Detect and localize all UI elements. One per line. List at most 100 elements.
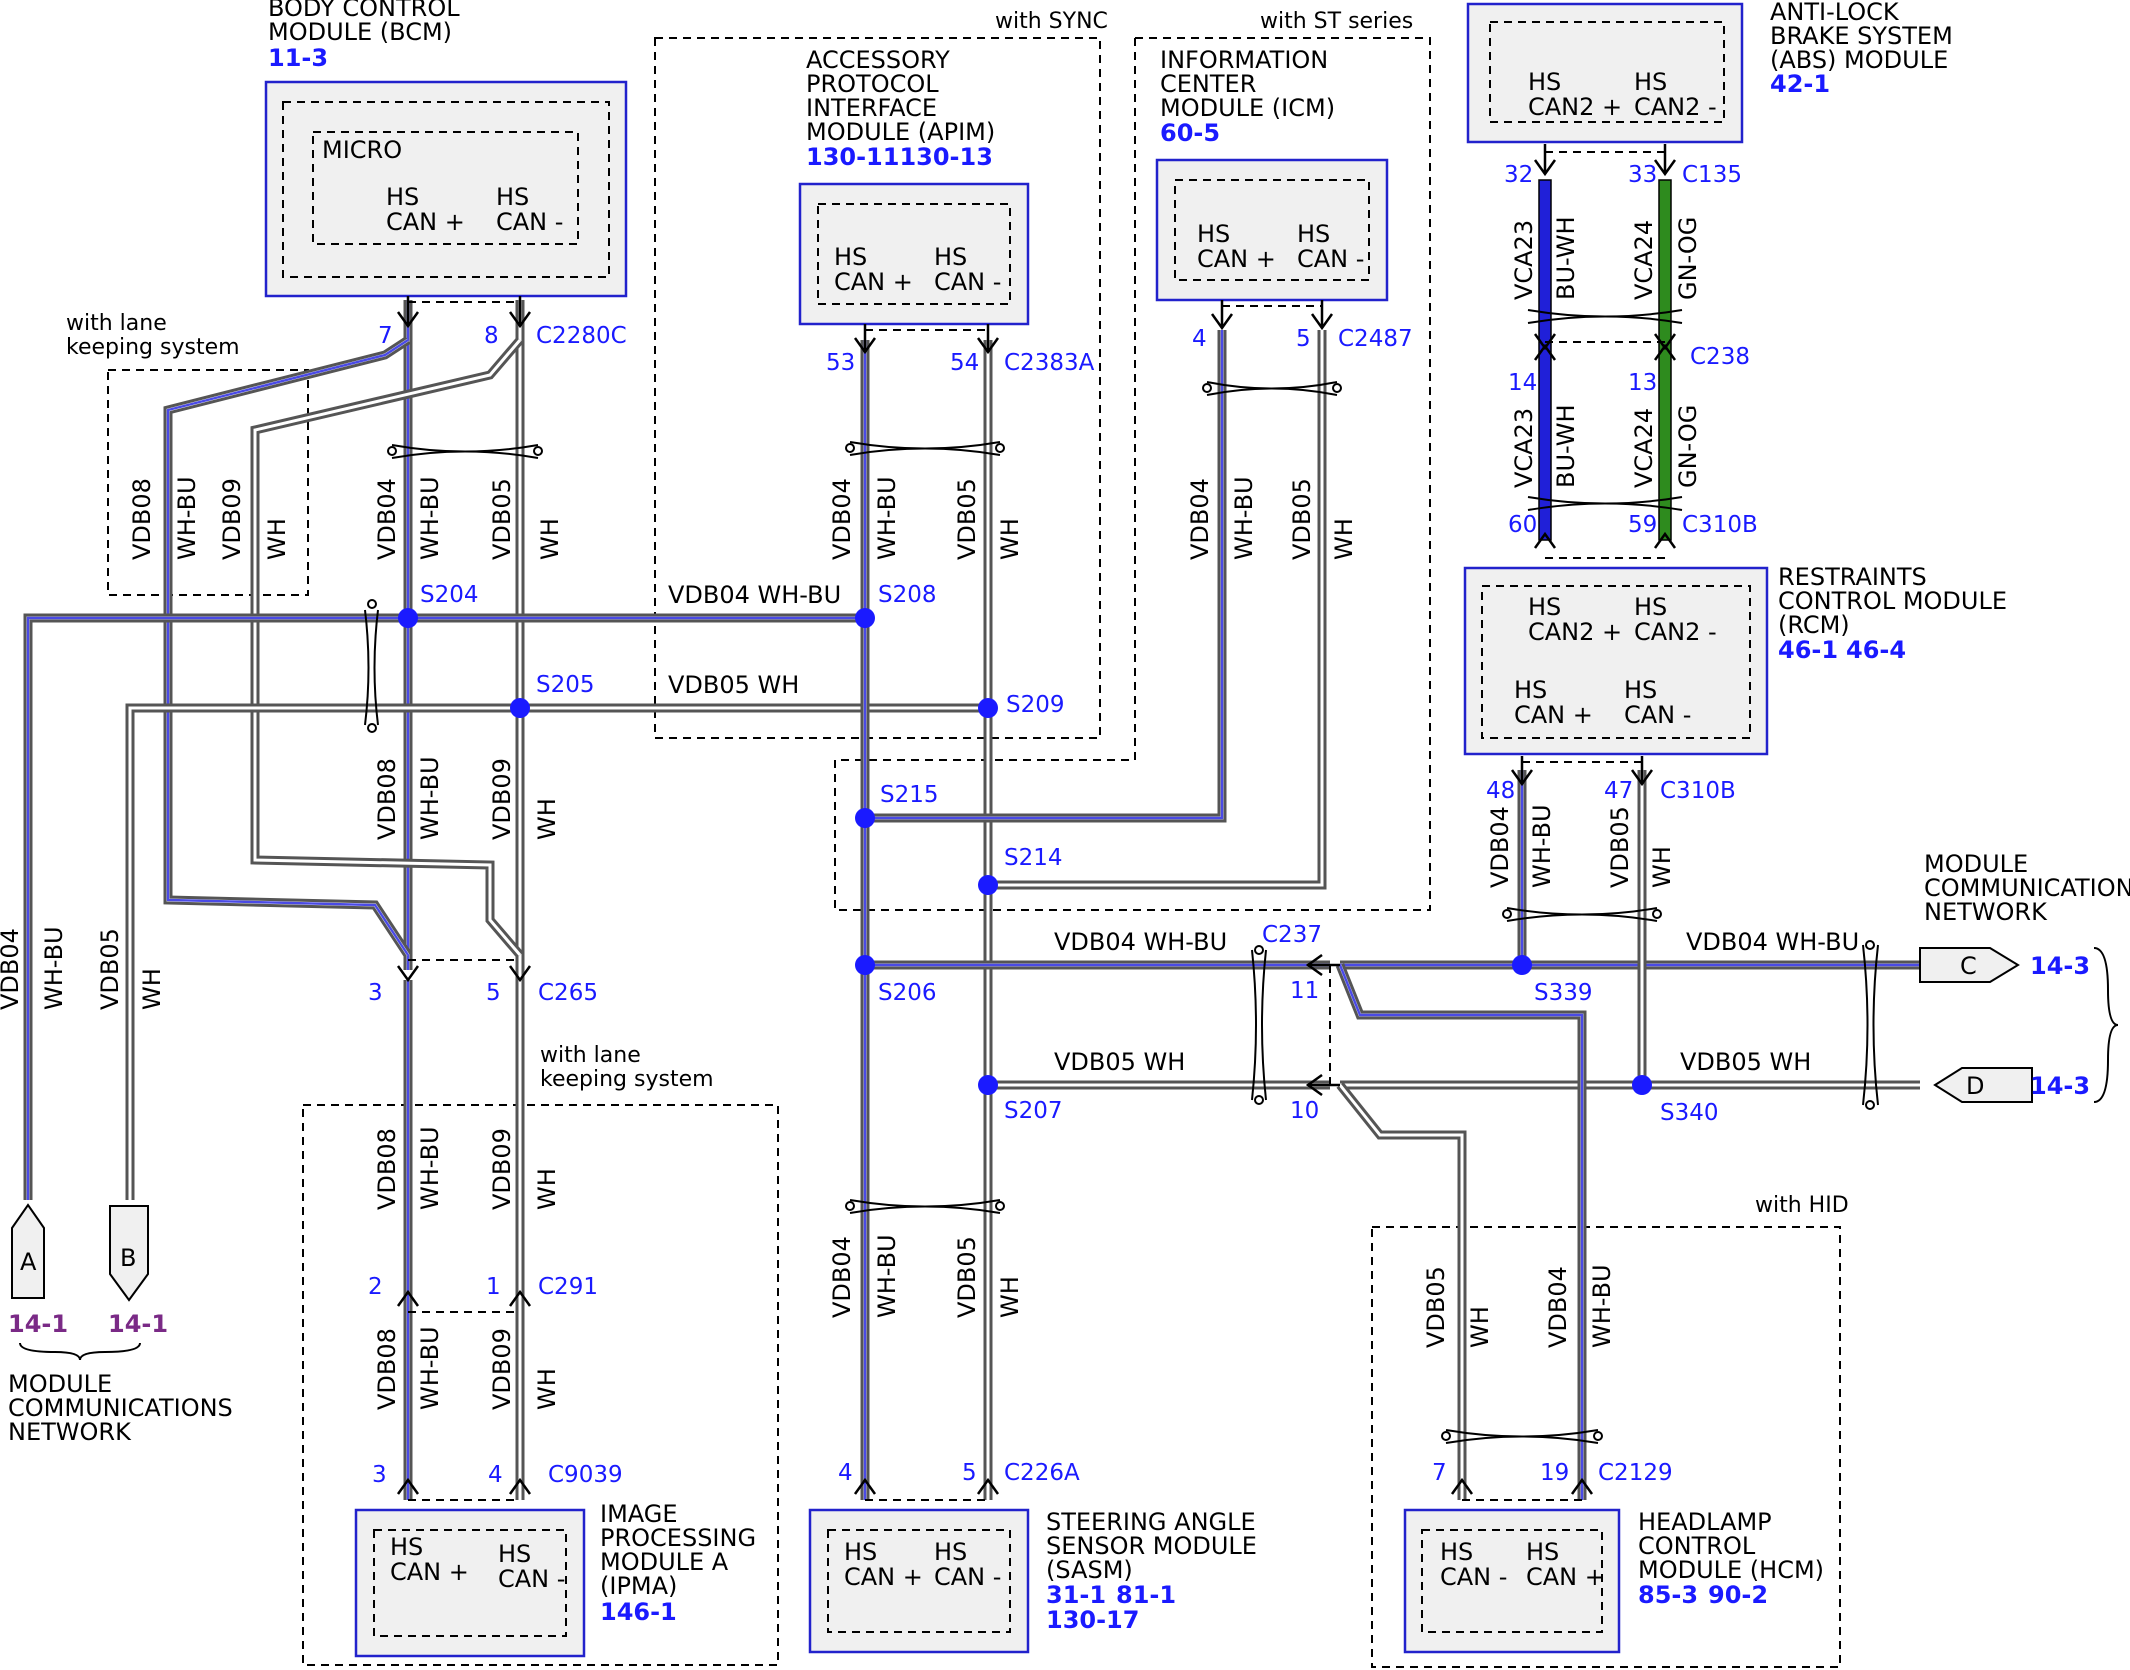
svg-text:S207: S207 — [1004, 1098, 1063, 1124]
svg-text:C310B: C310B — [1660, 778, 1736, 804]
svg-text:5: 5 — [486, 980, 501, 1006]
svg-text:WH: WH — [533, 1168, 561, 1210]
svg-text:NETWORK: NETWORK — [1924, 898, 2048, 926]
svg-text:VDB09: VDB09 — [218, 478, 246, 560]
svg-text:VDB05: VDB05 — [953, 1236, 981, 1318]
svg-text:CAN -: CAN - — [934, 268, 1001, 296]
svg-text:WH-BU: WH-BU — [873, 476, 901, 560]
svg-text:BU-WH: BU-WH — [1552, 405, 1580, 489]
svg-text:A: A — [20, 1248, 37, 1276]
wire-vdb09-route — [250, 337, 524, 958]
svg-text:WH: WH — [536, 518, 564, 560]
svg-text:HS: HS — [1297, 220, 1330, 248]
svg-text:(SASM): (SASM) — [1046, 1556, 1133, 1584]
svg-text:GN-OG: GN-OG — [1674, 405, 1702, 488]
splice-s215 — [855, 808, 875, 828]
svg-text:CENTER: CENTER — [1160, 70, 1256, 98]
svg-text:14: 14 — [1508, 370, 1537, 396]
svg-text:10: 10 — [1290, 1098, 1319, 1124]
hcm-ref-b: 90-2 — [1708, 1581, 1768, 1609]
svg-text:C265: C265 — [538, 980, 598, 1006]
svg-text:HS: HS — [1634, 593, 1667, 621]
wire-vdb04-icm — [865, 330, 1227, 823]
ipma-ref: 146-1 — [600, 1598, 677, 1626]
svg-text:VDB04: VDB04 — [1486, 806, 1514, 888]
bcm-module: MICRO HS CAN + HS CAN - — [264, 80, 628, 298]
svg-text:VDB04: VDB04 — [828, 1236, 856, 1318]
svg-text:WH-BU: WH-BU — [173, 476, 201, 560]
svg-text:VDB04: VDB04 — [828, 478, 856, 560]
svg-text:HS: HS — [1514, 676, 1547, 704]
svg-text:B: B — [120, 1244, 136, 1272]
svg-text:COMMUNICATIONS: COMMUNICATIONS — [1924, 874, 2130, 902]
svg-text:CAN2 +: CAN2 + — [1528, 618, 1622, 646]
svg-text:5: 5 — [962, 1460, 977, 1486]
svg-text:S215: S215 — [880, 782, 939, 808]
bcm-name-1: BODY CONTROL — [268, 0, 460, 22]
network-ref-c: 14-3 — [2030, 952, 2090, 980]
svg-text:WH: WH — [138, 968, 166, 1010]
svg-text:S209: S209 — [1006, 692, 1065, 718]
svg-text:CAN +: CAN + — [1526, 1563, 1605, 1591]
svg-text:WH: WH — [533, 1368, 561, 1410]
svg-text:WH: WH — [996, 1276, 1024, 1318]
svg-text:CAN +: CAN + — [386, 208, 465, 236]
svg-text:C9039: C9039 — [548, 1462, 623, 1488]
svg-text:BRAKE SYSTEM: BRAKE SYSTEM — [1770, 22, 1953, 50]
svg-text:59: 59 — [1628, 512, 1657, 538]
apim-condition: with SYNC — [995, 9, 1108, 34]
svg-text:WH-BU: WH-BU — [873, 1234, 901, 1318]
svg-text:S214: S214 — [1004, 845, 1063, 871]
svg-text:VDB05: VDB05 — [1422, 1266, 1450, 1348]
svg-text:WH: WH — [996, 518, 1024, 560]
vertical-wire-labels: VDB08 WH-BU VDB09 WH VDB04 WH-BU VDB05 W… — [0, 217, 1702, 1411]
apim-ref: 130-11130-13 — [806, 143, 993, 171]
svg-text:WH: WH — [1330, 518, 1358, 560]
network-ref-d: 14-3 — [2030, 1072, 2090, 1100]
svg-text:WH-BU: WH-BU — [416, 476, 444, 560]
svg-text:C291: C291 — [538, 1274, 598, 1300]
svg-text:C: C — [1960, 952, 1977, 980]
svg-text:WH-BU: WH-BU — [1230, 476, 1258, 560]
svg-text:WH: WH — [1466, 1306, 1494, 1348]
svg-text:RESTRAINTS: RESTRAINTS — [1778, 563, 1927, 591]
svg-text:ACCESSORY: ACCESSORY — [806, 46, 950, 74]
svg-text:MODULE: MODULE — [1924, 850, 2028, 878]
svg-text:60: 60 — [1508, 512, 1537, 538]
splice-s340 — [1632, 1075, 1652, 1095]
svg-text:C135: C135 — [1682, 162, 1742, 188]
svg-text:CAN +: CAN + — [834, 268, 913, 296]
svg-text:VDB09: VDB09 — [488, 1128, 516, 1210]
svg-text:VDB04: VDB04 — [1186, 478, 1214, 560]
bus05-label-top: VDB05 WH — [668, 671, 799, 699]
svg-text:33: 33 — [1628, 162, 1657, 188]
svg-text:VDB04: VDB04 — [373, 478, 401, 560]
svg-text:PROTOCOL: PROTOCOL — [806, 70, 939, 98]
svg-text:HS: HS — [1440, 1538, 1473, 1566]
hcm-ref-a: 85-3 — [1638, 1581, 1698, 1609]
svg-text:VDB04: VDB04 — [1544, 1266, 1572, 1348]
ipma-module: HS CAN + HS CAN - — [354, 1508, 586, 1658]
svg-text:VDB08: VDB08 — [128, 478, 156, 560]
svg-text:54: 54 — [950, 350, 979, 376]
bus04-label-top: VDB04 WH-BU — [668, 581, 841, 609]
svg-text:INFORMATION: INFORMATION — [1160, 46, 1328, 74]
svg-text:WH-BU: WH-BU — [416, 1326, 444, 1410]
svg-text:47: 47 — [1604, 778, 1633, 804]
bcm-name-2: MODULE (BCM) — [268, 18, 452, 46]
svg-text:CAN +: CAN + — [390, 1558, 469, 1586]
svg-text:HS: HS — [1634, 68, 1667, 96]
svg-text:C310B: C310B — [1682, 512, 1758, 538]
svg-text:4: 4 — [838, 1460, 853, 1486]
svg-text:13: 13 — [1628, 370, 1657, 396]
svg-text:HS: HS — [386, 183, 419, 211]
apim-condition-box — [654, 37, 1101, 739]
svg-text:C2487: C2487 — [1338, 326, 1413, 352]
svg-text:WH: WH — [533, 798, 561, 840]
svg-text:HS: HS — [1624, 676, 1657, 704]
svg-text:S339: S339 — [1534, 980, 1593, 1006]
wire-vdb05-to-b — [125, 703, 520, 1200]
svg-text:(IPMA): (IPMA) — [600, 1572, 677, 1600]
rcm-ref-a: 46-1 — [1778, 636, 1838, 664]
svg-text:VDB05: VDB05 — [96, 928, 124, 1010]
